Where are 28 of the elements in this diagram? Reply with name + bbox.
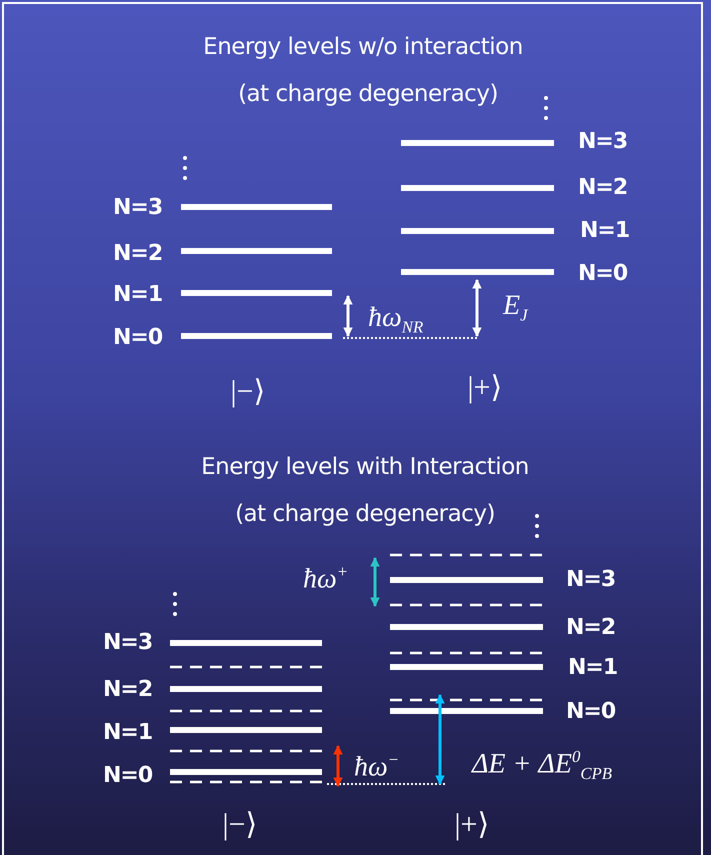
level-label: N=0 (113, 327, 162, 349)
ket-label: |+⟩ (454, 810, 490, 840)
symbol-label: E$_{J}$ (503, 292, 528, 324)
level-label: N=3 (566, 569, 616, 591)
ket-label: |+⟩ (468, 373, 502, 403)
heading: Energy levels with Interaction (201, 456, 529, 478)
level-label: N=2 (103, 679, 152, 701)
level-label: N=2 (113, 243, 162, 265)
level-label: N=1 (113, 284, 162, 306)
symbol-label: ħω$_{NR}$ (368, 304, 424, 336)
level-label: N=3 (578, 131, 628, 153)
level-label: N=1 (103, 722, 152, 744)
level-label: N=1 (580, 220, 630, 242)
heading: (at charge degeneracy) (238, 82, 498, 106)
symbol-label: ħω$^{+}$ (303, 564, 348, 593)
symbol-label: ħω$^{−}$ (354, 752, 400, 781)
level-label: N=0 (566, 701, 616, 723)
level-label: N=3 (103, 632, 152, 654)
level-label: N=2 (566, 617, 616, 639)
level-label: N=3 (113, 197, 162, 219)
ket-label: |−⟩ (230, 377, 266, 407)
level-label: N=2 (578, 177, 628, 199)
heading: Energy levels w/o interaction (203, 36, 523, 58)
heading: (at charge degeneracy) (235, 502, 495, 526)
ket-label: |−⟩ (222, 810, 258, 840)
level-label: N=1 (568, 657, 618, 679)
level-label: N=0 (578, 263, 628, 285)
level-label: N=0 (103, 765, 152, 787)
